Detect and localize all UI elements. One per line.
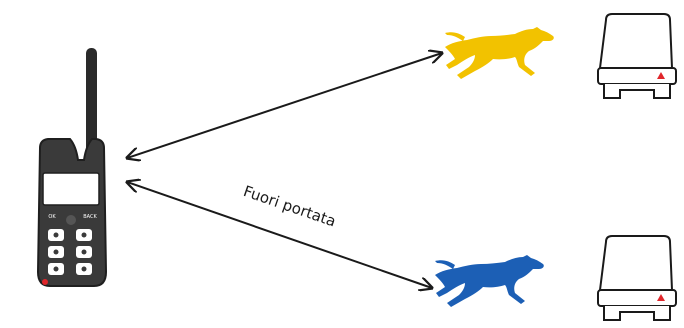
dog-yellow-icon — [445, 27, 554, 79]
remote-transmitter: OK BACK — [36, 48, 108, 287]
remote-center-key — [66, 215, 76, 225]
remote-body — [36, 138, 108, 287]
remote-button-icon — [53, 232, 59, 238]
remote-key-ok: OK — [48, 214, 56, 220]
collar-receiver-base — [597, 289, 677, 307]
collar-receiver-lower — [597, 235, 677, 321]
remote-button-icon — [53, 266, 59, 272]
collar-receiver-feet — [603, 84, 671, 99]
signal-arrow-upper — [127, 53, 442, 158]
collar-receiver-body — [598, 235, 674, 291]
collar-receiver-body — [598, 13, 674, 69]
remote-power-indicator — [42, 279, 48, 285]
remote-key-back: BACK — [83, 214, 97, 220]
remote-button-icon — [81, 266, 87, 272]
collar-receiver-feet — [603, 306, 671, 321]
remote-button-icon — [81, 232, 87, 238]
remote-antenna — [86, 48, 97, 158]
collar-receiver-upper — [597, 13, 677, 99]
remote-screen — [42, 172, 100, 206]
dog-blue-icon — [435, 255, 544, 307]
collar-indicator-icon — [657, 72, 665, 79]
range-label: Fuori portata — [241, 182, 338, 230]
remote-button-icon — [53, 249, 59, 255]
collar-indicator-icon — [657, 294, 665, 301]
remote-button-icon — [81, 249, 87, 255]
signal-arrow-lower — [127, 182, 432, 288]
collar-receiver-base — [597, 67, 677, 85]
